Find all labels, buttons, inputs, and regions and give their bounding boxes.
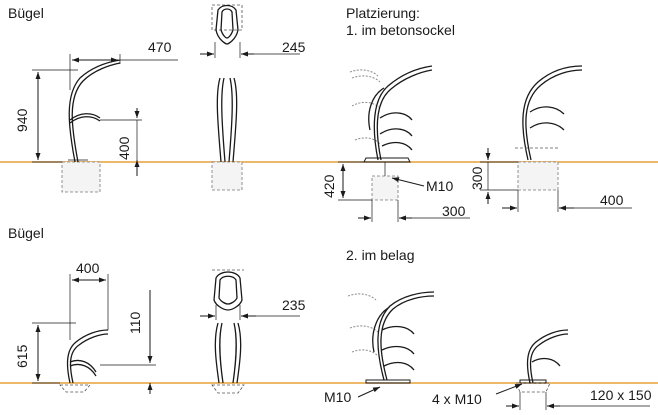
section-title-bottom: Bügel	[8, 225, 44, 241]
placement-option-1: 1. im betonsockel	[346, 22, 455, 38]
svg-text:470: 470	[148, 39, 172, 55]
svg-text:245: 245	[282, 39, 306, 55]
svg-text:615: 615	[14, 344, 30, 368]
placement-option-2: 2. im belag	[346, 247, 414, 263]
svg-text:300: 300	[469, 166, 485, 190]
dimension-height-top: 940	[14, 69, 78, 163]
dimension-front-width-bottom: 235	[200, 297, 306, 320]
dimension-foundation-width: 300	[358, 200, 470, 222]
svg-text:300: 300	[442, 203, 466, 219]
rack-front-view-bottom	[211, 269, 245, 394]
svg-text:110: 110	[127, 311, 143, 334]
svg-text:M10: M10	[426, 178, 453, 194]
rack-side-view-top	[61, 59, 121, 193]
rack-single-top-right	[515, 65, 583, 191]
dimension-plate-size: 120 x 150	[506, 387, 652, 410]
dimension-depth-right: 300	[469, 148, 518, 204]
rack-group-concrete	[349, 65, 433, 201]
svg-text:400: 400	[600, 192, 624, 208]
rack-side-view-bottom	[59, 329, 109, 393]
dimension-reach-bottom: 400	[69, 260, 109, 340]
dimension-front-width-top: 245	[200, 39, 306, 58]
dimension-reach-top: 470	[69, 39, 178, 90]
dimension-anchor-bottom: M10	[324, 386, 381, 405]
rack-group-surface	[347, 291, 435, 384]
dimension-spacing-right: 400	[502, 190, 632, 212]
dimension-anchor-top: M10	[391, 177, 453, 194]
dimension-height-bottom: 615	[14, 322, 76, 384]
svg-text:400: 400	[116, 136, 132, 160]
rack-single-bottom-right	[515, 329, 569, 393]
svg-text:235: 235	[282, 297, 306, 313]
svg-text:940: 940	[14, 108, 30, 132]
svg-text:420: 420	[321, 174, 337, 198]
dimension-foundation-depth: 420	[321, 161, 372, 201]
placement-heading: Platzierung:	[346, 5, 420, 21]
dimension-lower-height-bottom: 110	[100, 290, 156, 394]
dimension-anchors-plate: 4 x M10	[432, 383, 523, 407]
section-title-top: Bügel	[8, 5, 44, 21]
dimension-lower-height-top: 400	[100, 108, 142, 176]
svg-text:M10: M10	[324, 389, 351, 405]
rack-front-view-top	[211, 4, 243, 191]
svg-text:400: 400	[76, 260, 100, 276]
svg-text:4 x M10: 4 x M10	[432, 391, 482, 407]
svg-text:120 x 150: 120 x 150	[590, 387, 652, 403]
